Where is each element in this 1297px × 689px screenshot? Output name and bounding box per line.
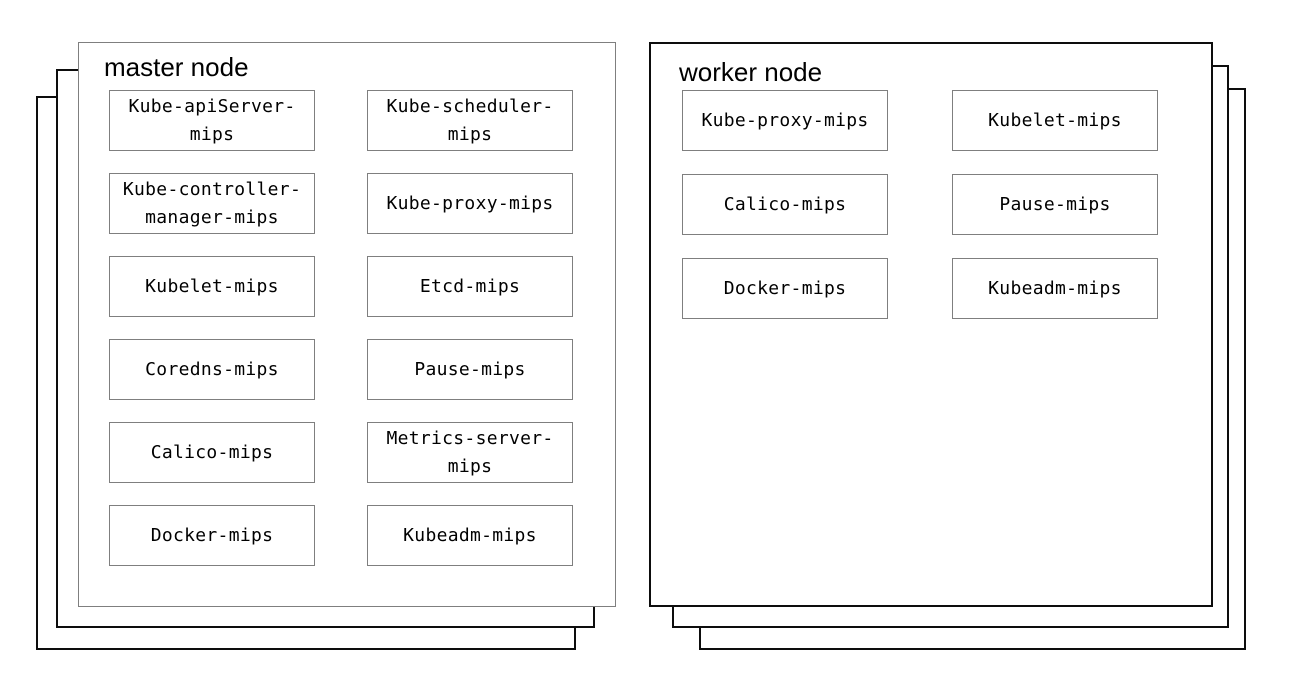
worker-component-kube-proxy-mips: Kube-proxy-mips [682, 90, 888, 151]
component-etcd-mips: Etcd-mips [367, 256, 573, 317]
component-kube-scheduler-mips: Kube-scheduler- mips [367, 90, 573, 151]
component-kube-controller-manager-mips: Kube-controller- manager-mips [109, 173, 315, 234]
master-node-box: master node Kube-apiServer- mips Kube-sc… [78, 42, 616, 607]
component-kubelet-mips: Kubelet-mips [109, 256, 315, 317]
worker-component-docker-mips: Docker-mips [682, 258, 888, 319]
master-node-title: master node [104, 52, 249, 82]
component-metrics-server-mips: Metrics-server- mips [367, 422, 573, 483]
worker-component-pause-mips: Pause-mips [952, 174, 1158, 235]
worker-components-grid: Kube-proxy-mips Kubelet-mips Calico-mips… [682, 90, 1158, 319]
worker-node-box: worker node Kube-proxy-mips Kubelet-mips… [649, 42, 1213, 607]
component-calico-mips: Calico-mips [109, 422, 315, 483]
master-components-grid: Kube-apiServer- mips Kube-scheduler- mip… [109, 90, 573, 566]
worker-component-kubeadm-mips: Kubeadm-mips [952, 258, 1158, 319]
component-coredns-mips: Coredns-mips [109, 339, 315, 400]
component-kubeadm-mips: Kubeadm-mips [367, 505, 573, 566]
component-kube-apiserver-mips: Kube-apiServer- mips [109, 90, 315, 151]
component-pause-mips: Pause-mips [367, 339, 573, 400]
component-docker-mips: Docker-mips [109, 505, 315, 566]
worker-component-kubelet-mips: Kubelet-mips [952, 90, 1158, 151]
worker-node-title: worker node [679, 57, 823, 87]
worker-component-calico-mips: Calico-mips [682, 174, 888, 235]
component-kube-proxy-mips: Kube-proxy-mips [367, 173, 573, 234]
